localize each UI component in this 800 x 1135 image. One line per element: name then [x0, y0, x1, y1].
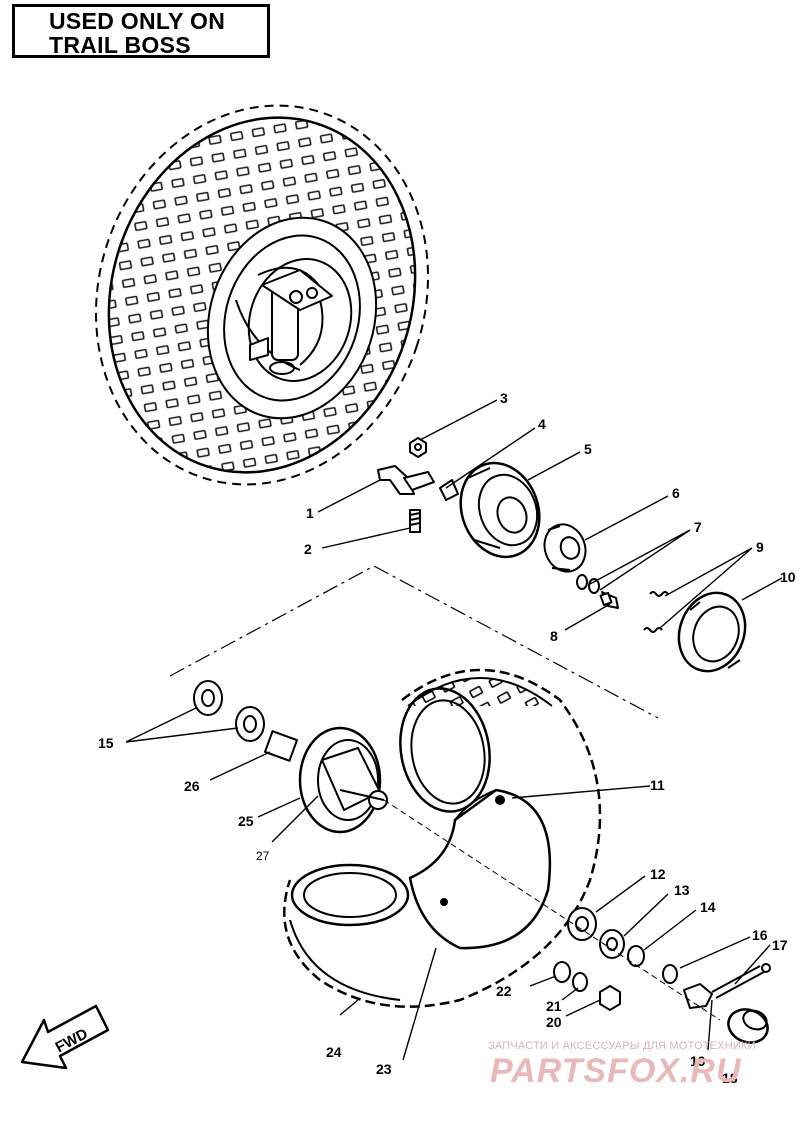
callout-2: 2 — [304, 541, 312, 557]
callout-26: 26 — [184, 778, 200, 794]
callout-23: 23 — [376, 1061, 392, 1077]
callout-21: 21 — [546, 998, 562, 1014]
callout-13: 13 — [674, 882, 690, 898]
assembled-front-wheel — [95, 104, 429, 486]
washers-part-21-22 — [553, 961, 588, 992]
callout-20: 20 — [546, 1014, 562, 1030]
callout-12: 12 — [650, 866, 666, 882]
springs-part-9 — [643, 591, 669, 633]
callout-labels: 1 2 3 4 5 6 7 8 9 10 11 12 13 14 15 16 1… — [98, 390, 796, 1086]
washers-part-7 — [576, 574, 600, 594]
callout-1: 1 — [306, 505, 314, 521]
nut-part-20 — [599, 985, 621, 1011]
watermark-logo: PARTSFOX.RU — [490, 1052, 742, 1090]
callout-16: 16 — [752, 927, 768, 943]
callout-8: 8 — [550, 628, 558, 644]
banner-line-1: USED ONLY ON — [49, 8, 226, 34]
callout-3: 3 — [500, 390, 508, 406]
callout-6: 6 — [672, 485, 680, 501]
brake-drum-part-5 — [459, 461, 541, 559]
callout-10: 10 — [780, 569, 796, 585]
callout-5: 5 — [584, 441, 592, 457]
callout-17: 17 — [772, 937, 788, 953]
callout-22: 22 — [496, 983, 512, 999]
callout-27: 27 — [256, 849, 270, 863]
callout-4: 4 — [538, 416, 546, 432]
bearings-part-15 — [193, 680, 265, 742]
bolt-part-8 — [599, 591, 619, 609]
spacer-part-6 — [543, 523, 587, 573]
axle-centerline — [383, 799, 721, 1021]
clip-part-4 — [439, 479, 459, 501]
seal-part-13 — [599, 929, 625, 959]
fwd-direction-arrow: FWD — [20, 1004, 110, 1070]
washer-part-16 — [662, 964, 678, 984]
bearing-part-12 — [567, 907, 597, 941]
callout-24: 24 — [326, 1044, 342, 1060]
brake-shoe-part-10 — [677, 591, 747, 673]
watermark-tagline: ЗАПЧАСТИ И АКСЕССУАРЫ ДЛЯ МОТОТЕХНИКИ — [488, 1040, 756, 1052]
watermark: ЗАПЧАСТИ И АКСЕССУАРЫ ДЛЯ МОТОТЕХНИКИ PA… — [488, 1040, 788, 1130]
nut-part-3 — [409, 437, 427, 458]
cotter-pin-part-17 — [711, 963, 771, 999]
dust-cap-part-18 — [727, 1008, 769, 1044]
callout-7: 7 — [694, 519, 702, 535]
callout-15: 15 — [98, 735, 114, 751]
bolt-part-2 — [409, 509, 421, 533]
used-only-banner: USED ONLY ON TRAIL BOSS — [12, 4, 270, 58]
brake-bracket-part-1 — [377, 465, 435, 495]
exploded-frame — [169, 565, 659, 719]
callout-25: 25 — [238, 813, 254, 829]
wheel-rim-part-23 — [290, 687, 552, 950]
banner-line-2: TRAIL BOSS — [49, 32, 191, 58]
spacer-part-26 — [264, 730, 298, 762]
callout-14: 14 — [700, 899, 716, 915]
castle-nut-part-19 — [683, 983, 713, 1009]
callout-9: 9 — [756, 539, 764, 555]
callout-19: 19 — [690, 1053, 706, 1069]
callout-11: 11 — [650, 777, 665, 793]
hub-part-25 — [298, 726, 388, 834]
callout-18: 18 — [722, 1070, 738, 1086]
leader-lines — [125, 399, 783, 1061]
washer-part-14 — [627, 945, 645, 967]
tire-part-24 — [283, 668, 602, 1008]
